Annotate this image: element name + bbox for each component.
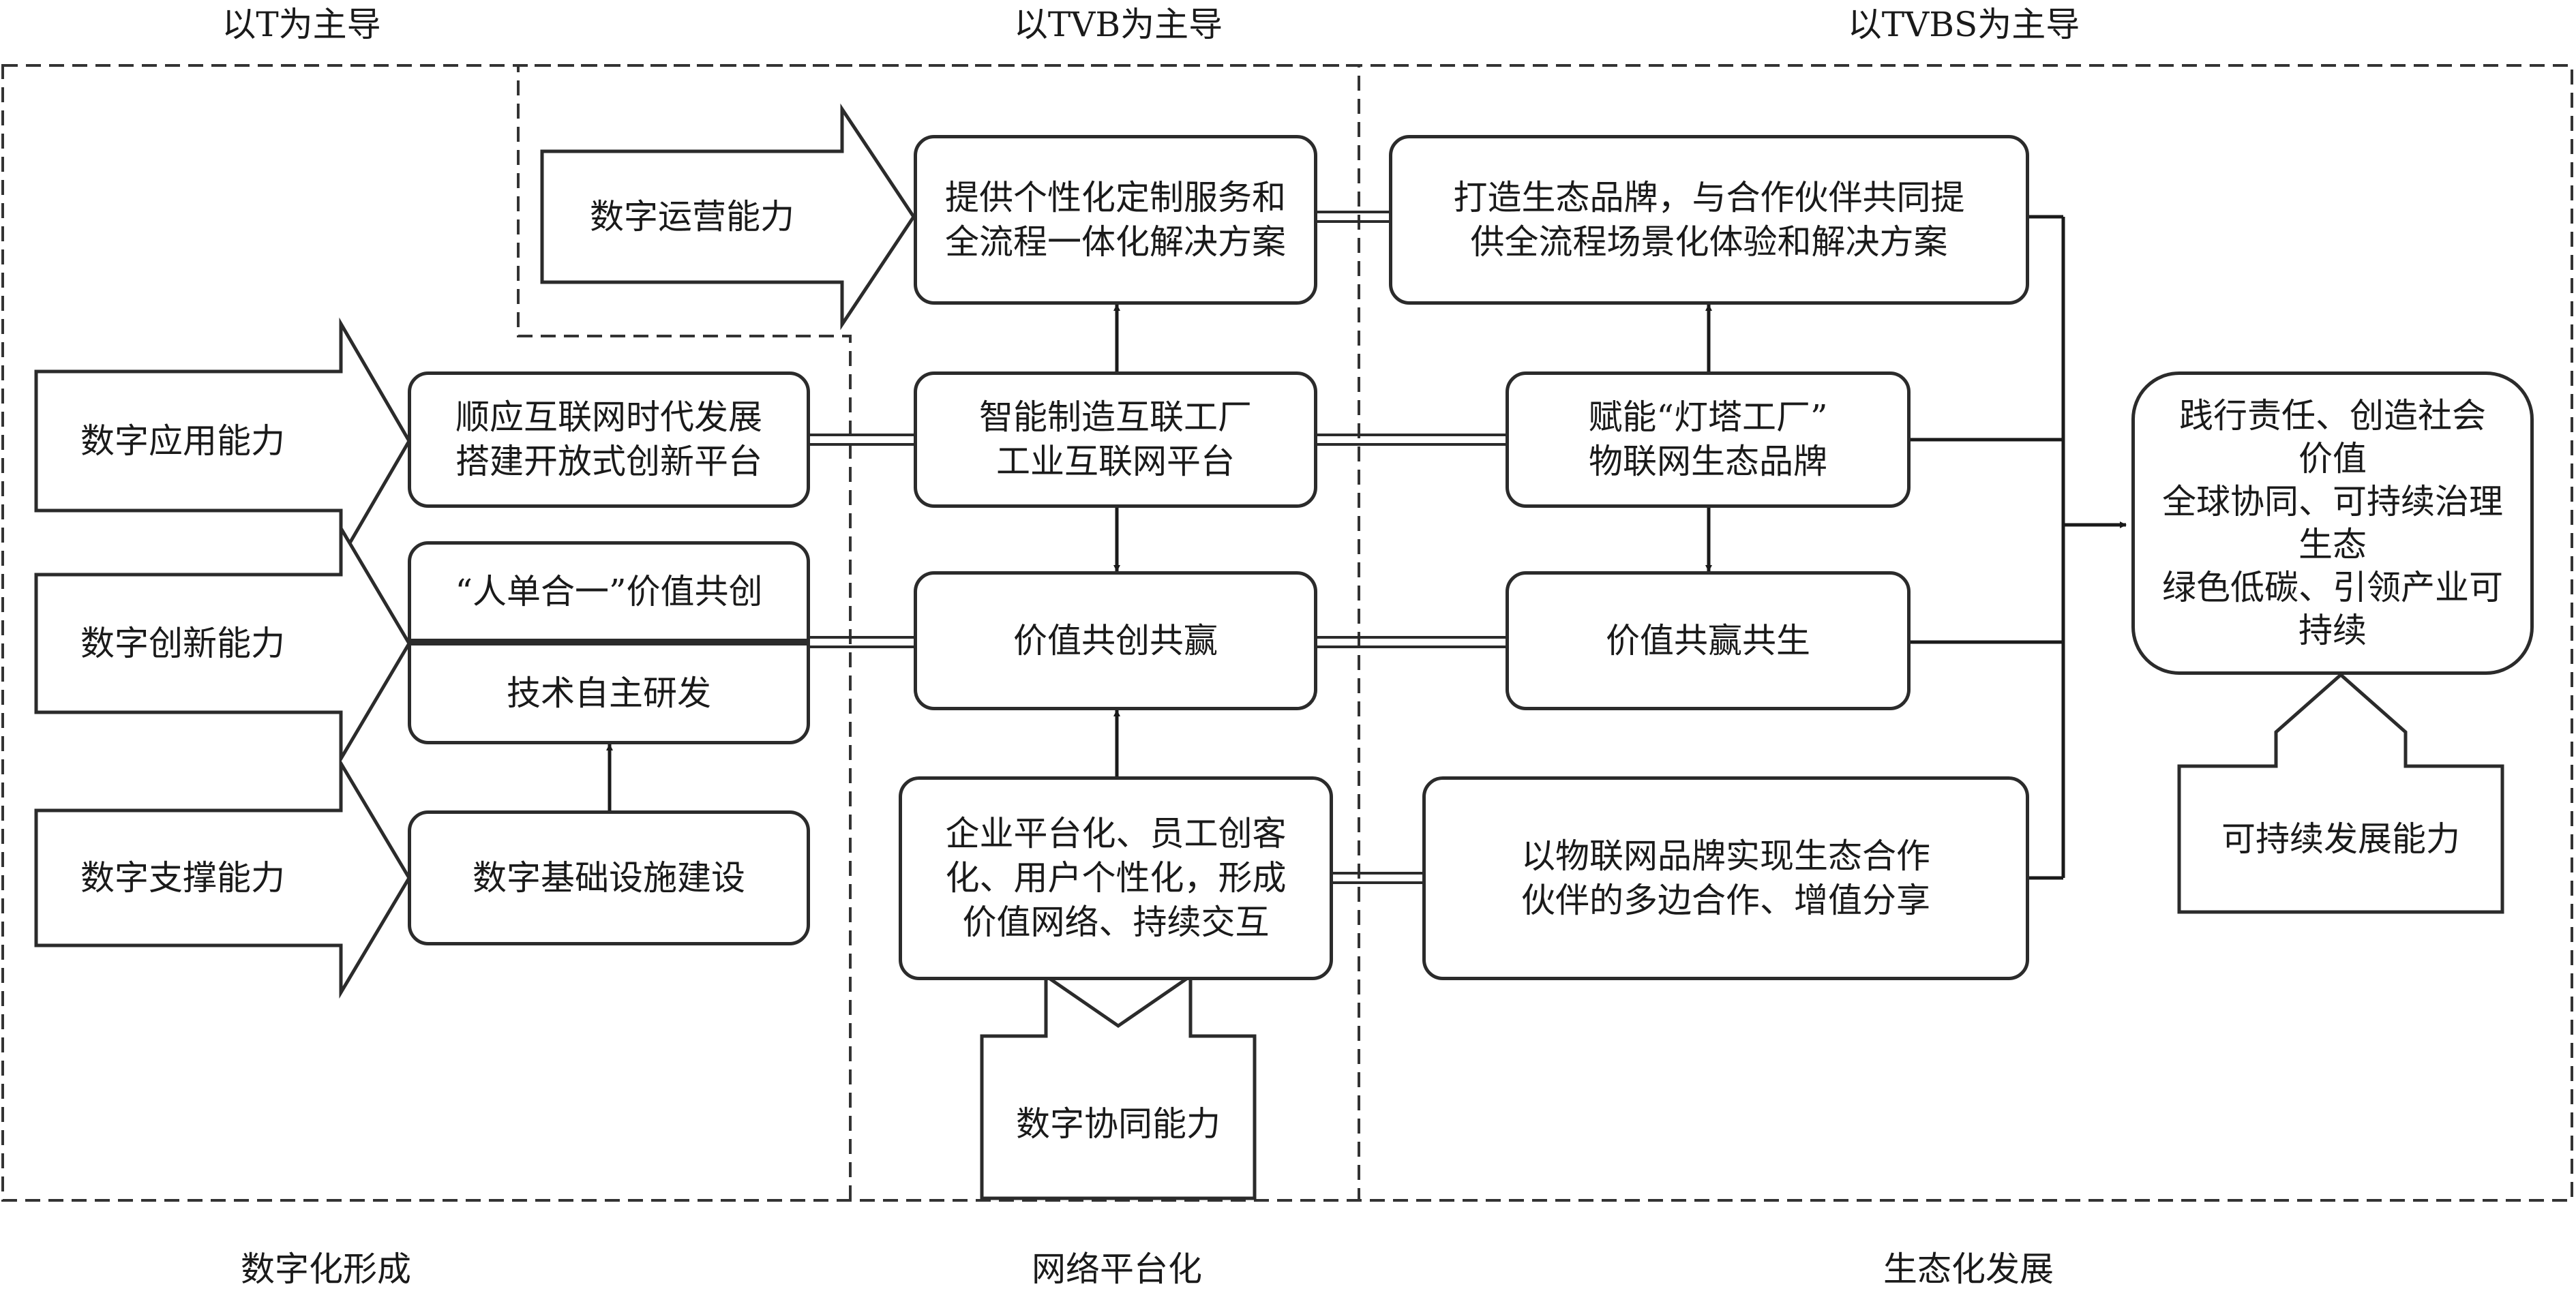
capability-innovation: 数字创新能力	[80, 624, 285, 663]
block-arrow-innovation	[34, 521, 411, 765]
box-custom-service-line-1: 提供个性化定制服务和	[945, 177, 1286, 217]
flow-arrows	[606, 304, 1712, 810]
box-enterprise-platform-line-1: 企业平台化、员工创客	[945, 814, 1287, 853]
stage-regions	[1, 64, 2573, 1202]
box-outcome-line-5: 绿色低碳、引领产业可	[2162, 567, 2503, 607]
box-outcome-line-3: 全球协同、可持续治理	[2162, 481, 2503, 521]
box-smart-factory-line-1: 智能制造互联工厂	[979, 397, 1252, 437]
box-enterprise-platform: 企业平台化、员工创客化、用户个性化，形成价值网络、持续交互	[899, 776, 1333, 980]
capability-arrows	[34, 103, 2504, 1200]
footer-network: 网络平台化	[1032, 1249, 1202, 1289]
block-arrow-application	[34, 317, 411, 565]
box-rendanheyi: “人单合一”价值共创	[408, 541, 810, 642]
box-smart-factory-line-2: 工业互联网平台	[996, 442, 1235, 481]
conn-stage1-value	[810, 636, 914, 648]
box-custom-service: 提供个性化定制服务和全流程一体化解决方案	[914, 135, 1317, 305]
double-connectors	[810, 211, 1506, 884]
capability-application: 数字应用能力	[80, 421, 285, 461]
box-iot-brand-line-2: 伙伴的多边合作、增值分享	[1521, 880, 1930, 920]
region-tvb-boundary	[517, 64, 1360, 1200]
box-custom-service-line-2: 全流程一体化解决方案	[945, 222, 1286, 262]
box-value-win: 价值共赢共生	[1506, 571, 1911, 710]
box-outcome-line-6: 持续	[2298, 610, 2367, 650]
box-eco-brand-line-2: 供全流程场景化体验和解决方案	[1470, 222, 1948, 262]
box-lighthouse-line-2: 物联网生态品牌	[1589, 442, 1827, 481]
conn-smart-lighthouse	[1317, 434, 1506, 446]
box-tech-rd: 技术自主研发	[408, 642, 810, 744]
footer-ecology: 生态化发展	[1883, 1249, 2054, 1289]
conn-value-win	[1317, 636, 1506, 648]
box-enterprise-platform-line-3: 价值网络、持续交互	[962, 902, 1270, 942]
conn-custom-eco	[1317, 211, 1389, 223]
capability-sustainable: 可持续发展能力	[2221, 819, 2460, 859]
box-open-platform-line-2: 搭建开放式创新平台	[455, 442, 762, 481]
box-outcome: 践行责任、创造社会 价值 全球协同、可持续治理 生态 绿色低碳、引领产业可 持续	[2131, 371, 2534, 675]
capability-collaboration: 数字协同能力	[1016, 1104, 1220, 1144]
block-arrow-operation	[540, 103, 916, 331]
box-value-win-label: 价值共赢共生	[1606, 620, 1810, 660]
box-infrastructure: 数字基础设施建设	[408, 810, 810, 945]
box-value-cocreate: 价值共创共赢	[914, 571, 1317, 710]
footer-digital: 数字化形成	[241, 1249, 411, 1289]
box-iot-brand: 以物联网品牌实现生态合作伙伴的多边合作、增值分享	[1422, 776, 2029, 980]
header-t: 以T为主导	[222, 5, 381, 44]
box-outcome-line-1: 践行责任、创造社会	[2179, 395, 2486, 436]
block-arrow-support	[34, 757, 411, 999]
box-enterprise-platform-line-2: 化、用户个性化，形成	[945, 858, 1287, 898]
box-lighthouse: 赋能“灯塔工厂” 物联网生态品牌	[1506, 371, 1911, 508]
capability-support: 数字支撑能力	[80, 858, 285, 898]
collector	[1911, 215, 2127, 880]
box-outcome-line-2: 价值	[2298, 438, 2367, 479]
conn-enterprise-iot	[1333, 872, 1422, 884]
box-eco-brand: 打造生态品牌，与合作伙伴共同提供全流程场景化体验和解决方案	[1389, 135, 2029, 305]
box-smart-factory: 智能制造互联工厂工业互联网平台	[914, 371, 1317, 508]
box-value-cocreate-label: 价值共创共赢	[1013, 620, 1218, 660]
conn-open-smart	[810, 434, 914, 446]
box-tech-rd-label: 技术自主研发	[507, 673, 711, 713]
box-iot-brand-line-1: 以物联网品牌实现生态合作	[1521, 836, 1930, 876]
block-arrow-sustainable	[2177, 672, 2504, 914]
box-open-platform: 顺应互联网时代发展搭建开放式创新平台	[408, 371, 810, 508]
box-infrastructure-label: 数字基础设施建设	[473, 857, 745, 898]
box-lighthouse-line-1: 赋能“灯塔工厂”	[1588, 397, 1828, 437]
box-rendanheyi-label: “人单合一”价值共创	[455, 571, 763, 611]
capability-operation: 数字运营能力	[590, 197, 794, 237]
box-outcome-line-4: 生态	[2298, 524, 2367, 564]
block-arrow-collaboration	[980, 973, 1257, 1200]
box-eco-brand-line-1: 打造生态品牌，与合作伙伴共同提	[1453, 177, 1965, 217]
box-open-platform-line-1: 顺应互联网时代发展	[455, 397, 762, 437]
header-tvb: 以TVB为主导	[1013, 5, 1223, 44]
header-tvbs: 以TVBS为主导	[1847, 5, 2080, 44]
